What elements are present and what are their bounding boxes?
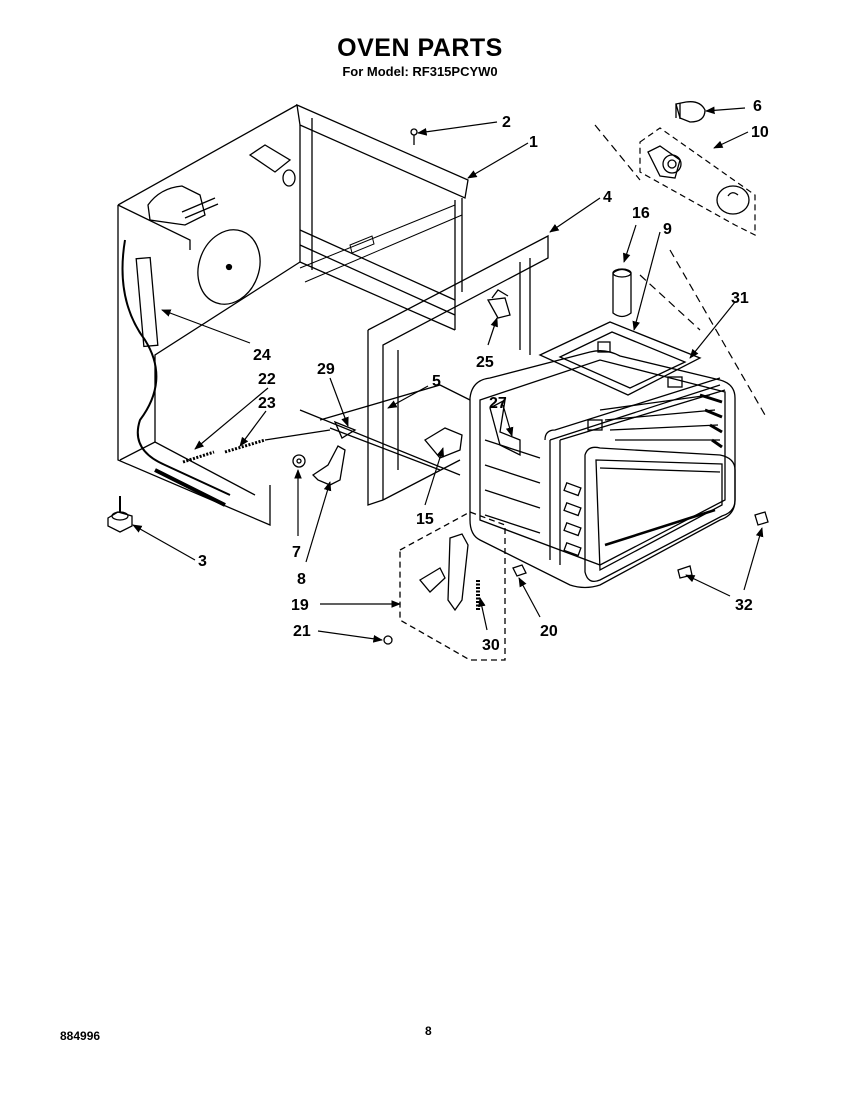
callout-30: 30 — [482, 637, 500, 654]
callout-22: 22 — [258, 371, 276, 388]
callout-24: 24 — [253, 347, 271, 364]
callout-19: 19 — [291, 597, 309, 614]
callout-3: 3 — [198, 553, 207, 570]
callout-labels: 1 2 3 4 5 6 7 8 9 10 15 16 19 20 21 22 2… — [198, 98, 769, 654]
callout-8: 8 — [297, 571, 306, 588]
callout-29: 29 — [317, 361, 335, 378]
callout-9: 9 — [663, 221, 672, 238]
callout-20: 20 — [540, 623, 558, 640]
callout-15: 15 — [416, 511, 434, 528]
callout-6: 6 — [753, 98, 762, 115]
group-leaders — [594, 124, 766, 416]
callout-32: 32 — [735, 597, 753, 614]
small-parts-drawing — [107, 101, 769, 661]
callout-2: 2 — [502, 114, 511, 131]
callout-5: 5 — [432, 373, 441, 390]
page-number: 8 — [425, 1024, 432, 1038]
callout-4: 4 — [603, 189, 612, 206]
oven-cavity-drawing — [117, 103, 549, 526]
callout-23: 23 — [258, 395, 276, 412]
leader-lines — [132, 106, 764, 643]
callout-27: 27 — [489, 395, 507, 412]
model-subtitle: For Model: RF315PCYW0 — [342, 64, 498, 79]
callout-1: 1 — [529, 134, 538, 151]
callout-25: 25 — [476, 354, 494, 371]
callout-31: 31 — [731, 290, 749, 307]
document-code: 884996 — [60, 1029, 101, 1043]
bulb-group-outline — [639, 127, 756, 236]
callout-10: 10 — [751, 124, 769, 141]
callout-7: 7 — [292, 544, 301, 561]
oven-element-assembly-drawing — [469, 321, 736, 589]
page-title: OVEN PARTS — [337, 34, 503, 62]
callout-16: 16 — [632, 205, 650, 222]
callout-21: 21 — [293, 623, 311, 640]
